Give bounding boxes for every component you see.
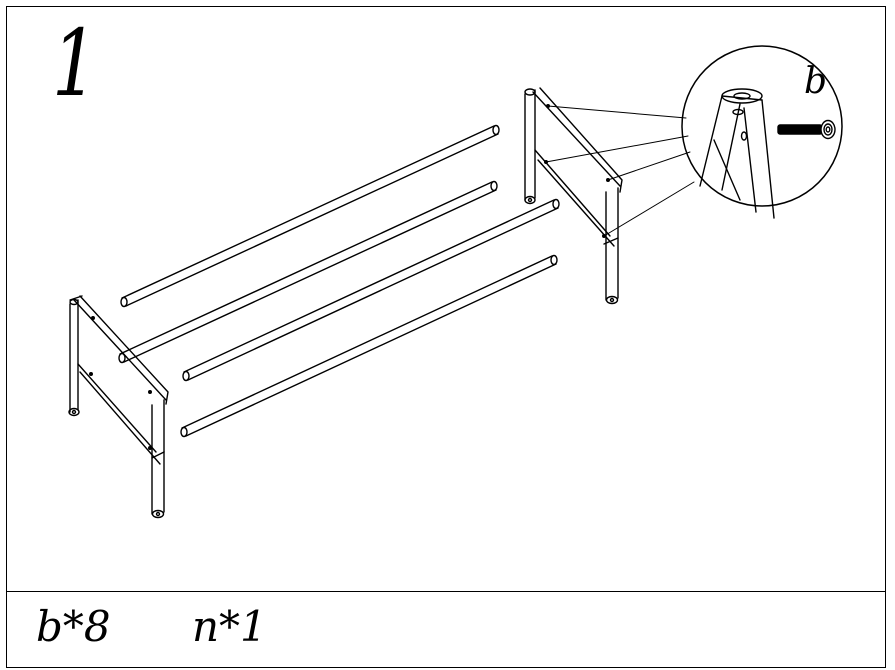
- part-n-count: n*1: [192, 602, 267, 651]
- tube-2: [118, 180, 498, 364]
- left-end-frame: [68, 295, 169, 519]
- tube-4: [180, 254, 558, 438]
- diagram-frame: [6, 6, 886, 668]
- step-number: 1: [52, 10, 98, 117]
- right-end-frame: [524, 87, 623, 305]
- detail-magnifier: [681, 45, 843, 219]
- assembly-drawing: [68, 45, 843, 519]
- tube-3: [182, 198, 560, 382]
- parts-divider: [6, 591, 886, 592]
- part-b-count: b*8: [36, 602, 111, 651]
- leader-lines: [545, 105, 695, 237]
- tube-1: [120, 124, 500, 308]
- parts-list: b*8 n*1: [6, 592, 886, 668]
- bolt-b-icon: [777, 119, 836, 140]
